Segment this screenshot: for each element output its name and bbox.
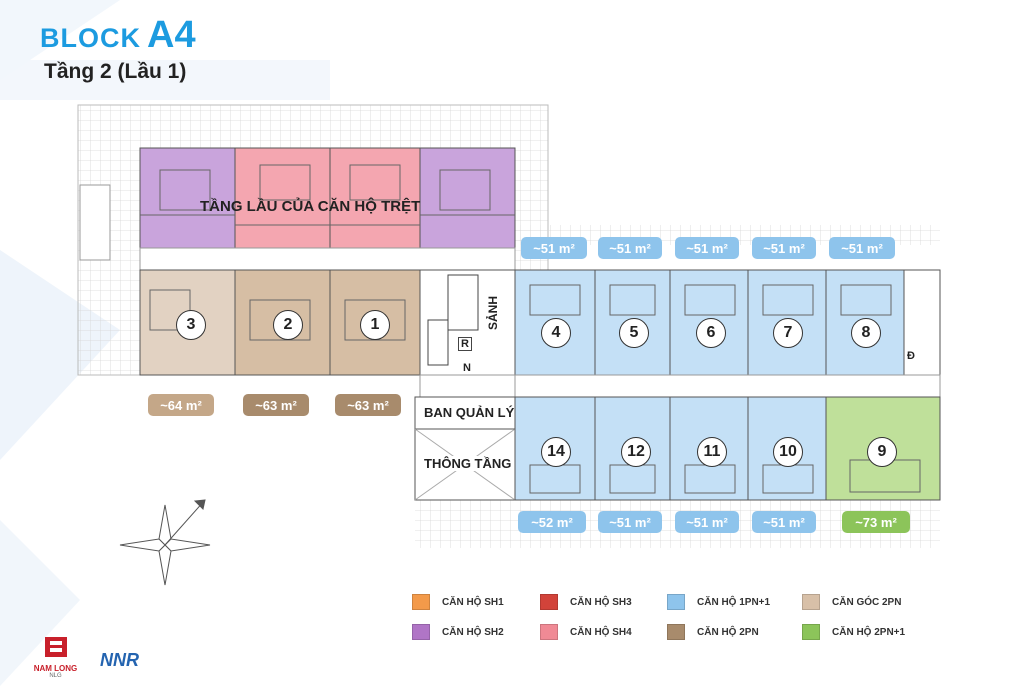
unit-number-7[interactable]: 7 bbox=[773, 318, 803, 348]
legend-label-sh2: CĂN HỘ SH2 bbox=[442, 626, 504, 638]
legend-sh4: CĂN HỘ SH4 bbox=[540, 624, 632, 640]
unit-number-14[interactable]: 14 bbox=[541, 437, 571, 467]
legend-label-2pn-plus: CĂN HỘ 2PN+1 bbox=[832, 626, 906, 638]
block-word: BLOCK bbox=[40, 23, 141, 53]
unit-number-2[interactable]: 2 bbox=[273, 310, 303, 340]
legend-sh2: CĂN HỘ SH2 bbox=[412, 624, 504, 640]
legend-label-corner-2pn: CĂN GÓC 2PN bbox=[832, 596, 902, 608]
legend-corner-2pn: CĂN GÓC 2PN bbox=[802, 594, 901, 610]
void-label: THÔNG TẦNG bbox=[424, 456, 512, 471]
developer-sub: NLG bbox=[49, 673, 62, 679]
legend-2pn: CĂN HỘ 2PN bbox=[667, 624, 759, 640]
unit-number-8[interactable]: 8 bbox=[851, 318, 881, 348]
floor-title: Tầng 2 (Lầu 1) bbox=[44, 60, 187, 83]
block-id: A4 bbox=[147, 14, 196, 56]
unit-number-10[interactable]: 10 bbox=[773, 437, 803, 467]
unit-sh2-right bbox=[419, 147, 516, 249]
area-badge-11: ~51 m² bbox=[675, 511, 739, 533]
unit-14 bbox=[514, 396, 596, 501]
legend-swatch-sh3 bbox=[540, 594, 558, 610]
n-label: N bbox=[461, 362, 473, 374]
area-badge-7: ~51 m² bbox=[752, 237, 816, 259]
compass-icon bbox=[119, 499, 211, 586]
unit-number-11[interactable]: 11 bbox=[697, 437, 727, 467]
unit-2 bbox=[234, 269, 331, 376]
management-label: BAN QUẢN LÝ bbox=[424, 405, 515, 420]
area-badge-1: ~63 m² bbox=[335, 394, 401, 416]
legend-2pn-plus: CĂN HỘ 2PN+1 bbox=[802, 624, 905, 640]
area-badge-8: ~51 m² bbox=[829, 237, 895, 259]
area-badge-3: ~64 m² bbox=[148, 394, 214, 416]
legend-label-sh4: CĂN HỘ SH4 bbox=[570, 626, 632, 638]
legend-label-sh3: CĂN HỘ SH3 bbox=[570, 596, 632, 608]
lobby-label: SẢNH bbox=[486, 296, 500, 331]
area-badge-5: ~51 m² bbox=[598, 237, 662, 259]
nnr-logo: NNR bbox=[100, 650, 139, 670]
unit-number-4[interactable]: 4 bbox=[541, 318, 571, 348]
area-badge-14: ~52 m² bbox=[518, 511, 586, 533]
legend-sh1: CĂN HỘ SH1 bbox=[412, 594, 504, 610]
legend-swatch-sh1 bbox=[412, 594, 430, 610]
legend-label-sh1: CĂN HỘ SH1 bbox=[442, 596, 504, 608]
unit-number-9[interactable]: 9 bbox=[867, 437, 897, 467]
d-label: Đ bbox=[905, 350, 917, 362]
area-badge-6: ~51 m² bbox=[675, 237, 739, 259]
stair-left bbox=[79, 184, 111, 261]
top-zone-label: TẦNG LẦU CỦA CĂN HỘ TRỆT bbox=[200, 198, 421, 215]
area-badge-9: ~73 m² bbox=[842, 511, 910, 533]
legend-label-2pn: CĂN HỘ 2PN bbox=[697, 626, 759, 638]
unit-number-5[interactable]: 5 bbox=[619, 318, 649, 348]
area-badge-12: ~51 m² bbox=[598, 511, 662, 533]
unit-9 bbox=[825, 396, 941, 501]
unit-sh2-left bbox=[139, 147, 236, 249]
core bbox=[419, 269, 516, 376]
legend-swatch-1pn-plus bbox=[667, 594, 685, 610]
terrace-bottom-mid bbox=[415, 500, 515, 548]
legend-swatch-2pn-plus bbox=[802, 624, 820, 640]
legend-label-1pn-plus: CĂN HỘ 1PN+1 bbox=[697, 596, 771, 608]
legend-1pn-plus: CĂN HỘ 1PN+1 bbox=[667, 594, 770, 610]
legend-swatch-sh2 bbox=[412, 624, 430, 640]
unit-number-1[interactable]: 1 bbox=[360, 310, 390, 340]
r-label: R bbox=[458, 337, 472, 351]
legend-swatch-2pn bbox=[667, 624, 685, 640]
legend-swatch-sh4 bbox=[540, 624, 558, 640]
unit-number-12[interactable]: 12 bbox=[621, 437, 651, 467]
legend-sh3: CĂN HỘ SH3 bbox=[540, 594, 632, 610]
unit-number-3[interactable]: 3 bbox=[176, 310, 206, 340]
developer-name: NAM LONG bbox=[33, 664, 78, 673]
legend-swatch-corner-2pn bbox=[802, 594, 820, 610]
nam-long-mark-icon bbox=[44, 637, 67, 657]
area-badge-4: ~51 m² bbox=[521, 237, 587, 259]
unit-number-6[interactable]: 6 bbox=[696, 318, 726, 348]
area-badge-10: ~51 m² bbox=[752, 511, 816, 533]
area-badge-2: ~63 m² bbox=[243, 394, 309, 416]
nam-long-logo: NAM LONG NLG bbox=[28, 635, 83, 680]
